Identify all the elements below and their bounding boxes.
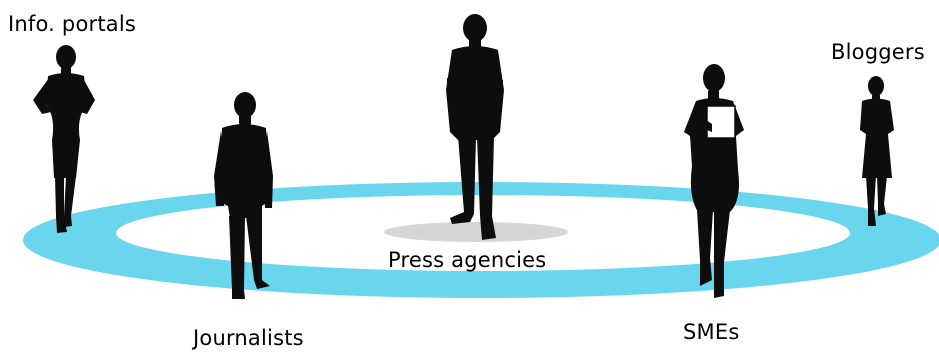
label-smes: SMEs: [683, 320, 740, 344]
label-journalists: Journalists: [193, 326, 304, 350]
folder-hand: [702, 118, 712, 132]
press-agencies-figure: [446, 14, 504, 240]
ground-shadow: [384, 222, 568, 242]
label-info-portals: Info. portals: [8, 12, 137, 36]
label-bloggers: Bloggers: [831, 40, 925, 64]
journalists-figure: [214, 92, 273, 299]
bloggers-figure: [860, 76, 894, 226]
folder: [706, 105, 736, 139]
info-portals-figure: [33, 45, 95, 233]
label-press-agencies: Press agencies: [388, 248, 547, 272]
